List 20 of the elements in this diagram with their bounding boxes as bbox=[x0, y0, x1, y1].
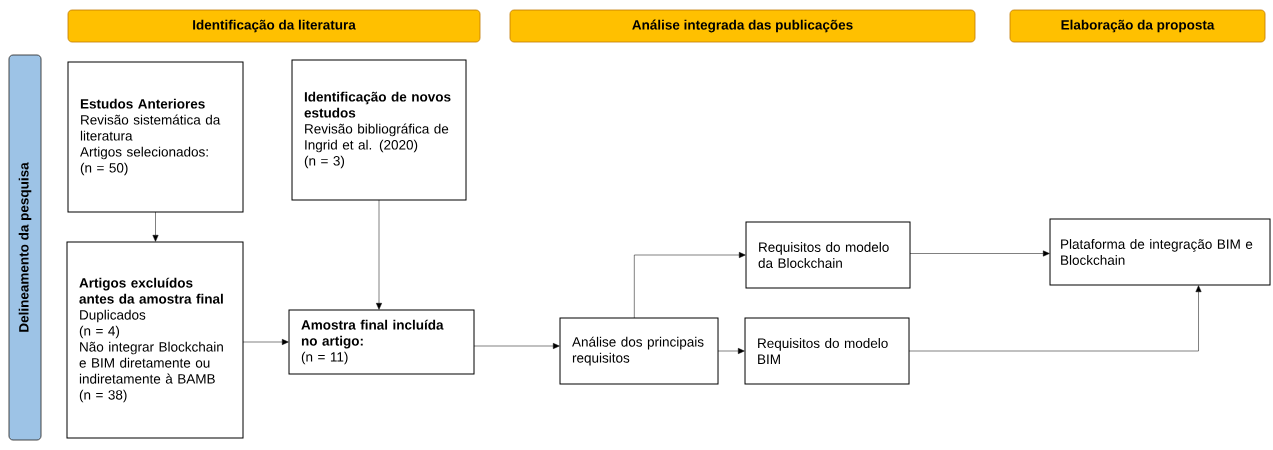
process-box: Identificação de novos estudos Revisão bibliográfica de Ingrid et al. (2020) (n = 3) bbox=[291, 59, 467, 201]
arrow bbox=[242, 339, 289, 345]
process-box: Requisitos do modelo BIM bbox=[744, 317, 910, 385]
phase-band: Delineamento da pesquisa bbox=[8, 54, 42, 441]
process-box: Amostra final incluída no artigo: (n = 11) bbox=[288, 309, 475, 375]
arrow bbox=[908, 285, 1202, 352]
header-bar: Identificação da literatura bbox=[67, 9, 481, 43]
arrow bbox=[634, 252, 746, 319]
process-box: Requisitos do modelo da Blockchain bbox=[745, 221, 911, 289]
process-box: Análise dos principais requisitos bbox=[559, 317, 719, 385]
arrow bbox=[909, 250, 1050, 257]
header-bar: Elaboração da proposta bbox=[1009, 9, 1266, 43]
arrow bbox=[376, 199, 382, 310]
arrow bbox=[717, 348, 745, 354]
arrow bbox=[152, 211, 159, 242]
arrow bbox=[473, 343, 560, 349]
process-box: Estudos Anteriores Revisão sistemática da literatura Artigos selecionados: (n = 50) bbox=[67, 61, 244, 213]
header-bar: Análise integrada das publicações bbox=[509, 9, 976, 43]
process-box: Plataforma de integração BIM e Blockchain bbox=[1049, 218, 1271, 286]
process-box: Artigos excluídos antes da amostra final Duplicados (n = 4) Não integrar Blockchain e BIM diretamente ou indiretamente à BAMB (n = 38) bbox=[66, 241, 244, 439]
